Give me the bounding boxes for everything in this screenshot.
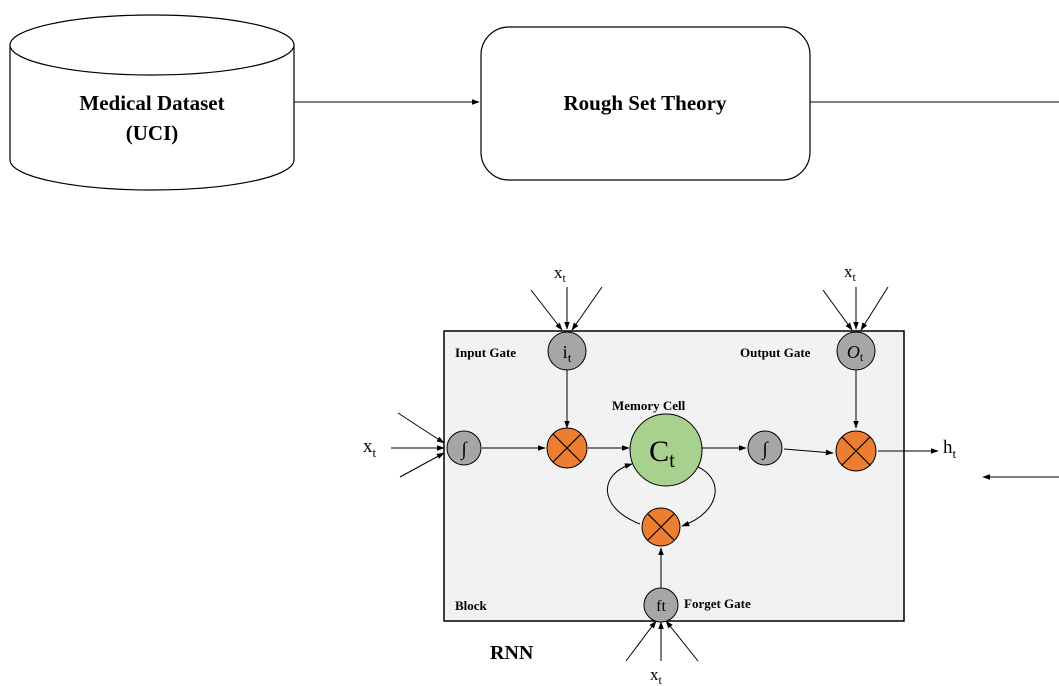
medical-dataset-cylinder <box>9 14 295 191</box>
input-multiply-node <box>546 427 588 469</box>
svg-text:Ct: Ct <box>649 435 675 472</box>
dataset-label-line1: Medical Dataset <box>79 91 224 115</box>
input-gate-label: Input Gate <box>455 345 516 360</box>
input-gate-incoming-arrows <box>530 286 603 331</box>
forget-gate-x-label: xt <box>650 665 663 686</box>
svg-text:∫: ∫ <box>460 439 468 461</box>
block-label: Block <box>455 598 488 613</box>
sigmoid-node-right: ∫ <box>747 430 783 466</box>
dataset-label-line2: (UCI) <box>126 121 179 145</box>
output-h-label: ht <box>943 437 957 461</box>
internal-connectors <box>482 369 939 589</box>
forget-gate-node: ft <box>643 587 679 623</box>
output-multiply-node <box>835 430 877 472</box>
rough-set-theory-label: Rough Set Theory <box>564 91 727 115</box>
sigmoid-node-left: ∫ <box>446 430 482 466</box>
forget-gate-incoming-arrows <box>625 620 699 662</box>
rough-set-theory-box <box>480 26 811 181</box>
memory-cell-label: Memory Cell <box>612 398 686 413</box>
input-gate-node: it <box>547 331 587 371</box>
forget-multiply-node <box>641 507 681 547</box>
svg-text:ft: ft <box>656 598 666 615</box>
input-gate-x-label: xt <box>554 263 567 285</box>
output-gate-x-label: xt <box>844 262 857 284</box>
memory-cell-node: Ct <box>629 413 703 487</box>
left-x-label: xt <box>363 436 377 460</box>
svg-text:∫: ∫ <box>761 439 769 461</box>
forget-gate-label: Forget Gate <box>684 596 751 611</box>
sigmoid-incoming-arrows <box>391 412 445 478</box>
output-gate-incoming-arrows <box>822 286 889 331</box>
rnn-label: RNN <box>490 642 534 664</box>
svg-text:it: it <box>563 342 572 365</box>
output-gate-node: Ot <box>836 331 876 371</box>
svg-text:Ot: Ot <box>847 342 864 364</box>
output-gate-label: Output Gate <box>740 345 811 360</box>
